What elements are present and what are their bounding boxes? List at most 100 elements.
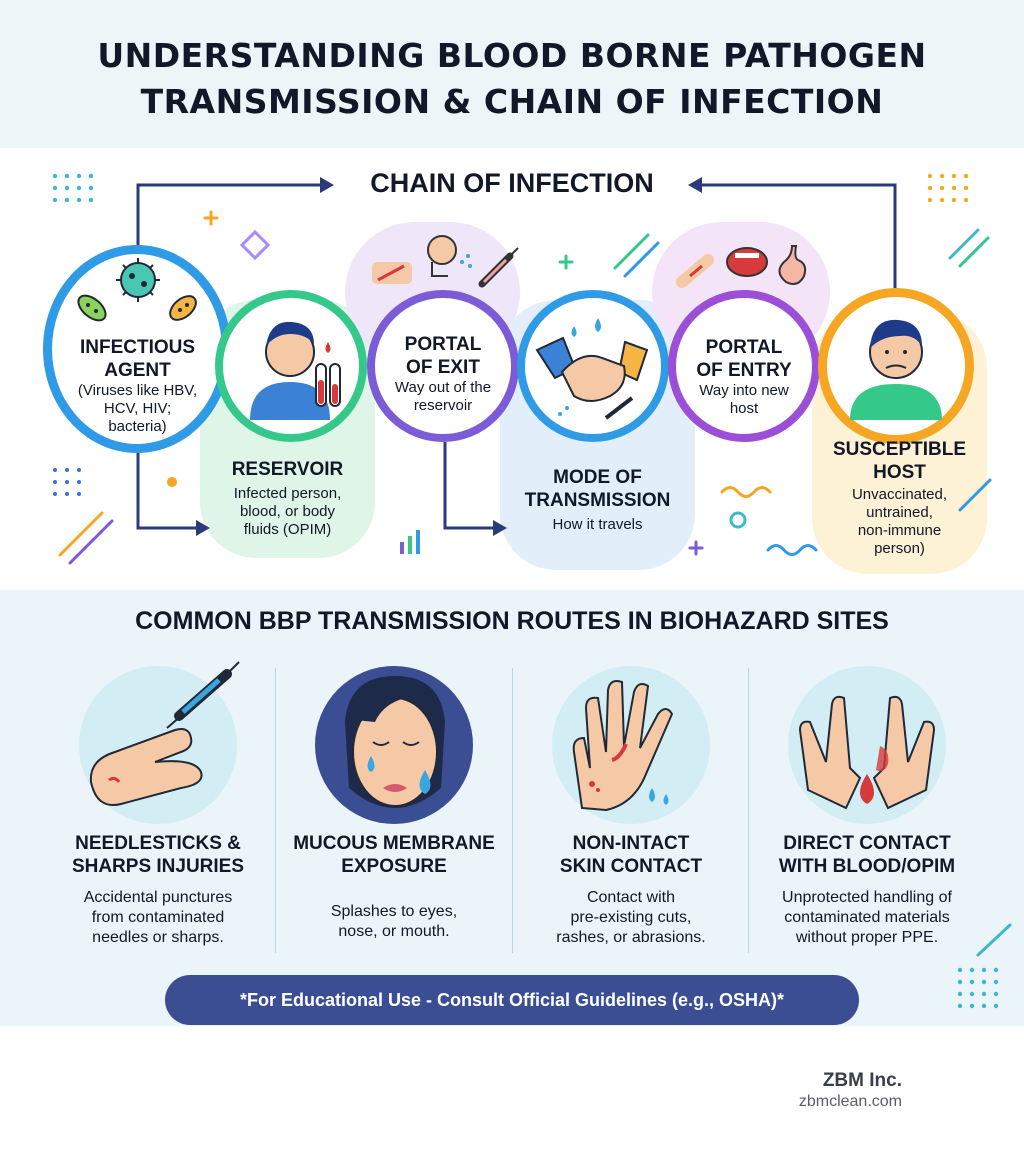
stomach-icon bbox=[778, 245, 807, 285]
disclaimer-banner: *For Educational Use - Consult Official … bbox=[165, 975, 859, 1025]
route-needlesticks: NEEDLESTICKS & SHARPS INJURIES Accidenta… bbox=[39, 660, 277, 960]
route-title-line: SHARPS INJURIES bbox=[71, 856, 245, 877]
step-description: bacteria) bbox=[108, 418, 167, 435]
step-description: reservoir bbox=[413, 397, 473, 414]
page-title-line-2: TRANSMISSION & CHAIN OF INFECTION bbox=[140, 82, 884, 121]
step-title: OF ENTRY bbox=[696, 360, 792, 381]
step-description: blood, or body bbox=[239, 503, 336, 520]
route-divider bbox=[275, 668, 276, 953]
route-divider bbox=[512, 668, 513, 953]
route-description-line: contaminated materials bbox=[784, 909, 950, 926]
step-description: untrained, bbox=[866, 504, 933, 521]
route-non-intact-skin: NON-INTACT SKIN CONTACT Contact with pre… bbox=[512, 660, 750, 960]
route-title-line: SKIN CONTACT bbox=[559, 856, 703, 877]
sneezing-head-icon bbox=[427, 235, 472, 277]
step-description: non-immune bbox=[857, 522, 942, 539]
step-title: RESERVOIR bbox=[231, 459, 344, 480]
step-description: HCV, HIV; bbox=[103, 400, 172, 417]
route-description: Unprotected handling of contaminated mat… bbox=[748, 888, 986, 948]
step-description: Unvaccinated, bbox=[851, 486, 948, 503]
chain-decoration-layer bbox=[52, 173, 992, 565]
step-description: Infected person, bbox=[233, 485, 342, 502]
loop-arrow-left-head bbox=[320, 177, 334, 193]
step-title: MODE OF bbox=[553, 467, 642, 488]
dot-grid-bottom-left bbox=[53, 468, 81, 496]
route-description-line: Splashes to eyes, bbox=[330, 903, 458, 920]
route-title: NEEDLESTICKS & SHARPS INJURIES bbox=[39, 832, 277, 878]
mode-of-transmission-ring bbox=[517, 290, 669, 442]
route-divider bbox=[748, 668, 749, 953]
blood-tubes-icon bbox=[315, 342, 341, 407]
step-title: INFECTIOUS bbox=[79, 337, 196, 358]
cut-arm-icon bbox=[676, 254, 714, 288]
route-title-line: EXPOSURE bbox=[341, 856, 447, 877]
step-description: (Viruses like HBV, bbox=[77, 382, 198, 399]
step-susceptible-host: SUSCEPTIBLE HOST Unvaccinated, untrained… bbox=[812, 438, 987, 558]
syringe-mini-icon bbox=[478, 247, 519, 288]
person-icon bbox=[250, 321, 330, 420]
step-description: How it travels bbox=[552, 516, 643, 533]
portal-of-exit-ring bbox=[367, 290, 519, 442]
page-title-line-1: UNDERSTANDING BLOOD BORNE PATHOGEN bbox=[97, 36, 927, 75]
step-title: HOST bbox=[873, 462, 926, 483]
step-title: PORTAL bbox=[705, 337, 783, 358]
route-title-line: MUCOUS MEMBRANE bbox=[293, 833, 495, 854]
route-title-line: WITH BLOOD/OPIM bbox=[778, 856, 956, 877]
crying-face-icon bbox=[345, 676, 445, 808]
wounded-hand-icon bbox=[572, 680, 674, 812]
chain-of-infection-heading: CHAIN OF INFECTION bbox=[370, 168, 654, 198]
step-title: TRANSMISSION bbox=[524, 490, 671, 511]
connector-arrow-exit-mode-head bbox=[493, 520, 507, 536]
step-infectious-agent: INFECTIOUS AGENT (Viruses like HBV, HCV,… bbox=[55, 336, 220, 436]
step-description: Way out of the bbox=[394, 379, 492, 396]
route-title: NON-INTACT SKIN CONTACT bbox=[512, 832, 750, 878]
brand-url[interactable]: zbmclean.com bbox=[798, 1093, 902, 1110]
route-description: Splashes to eyes, nose, or mouth. bbox=[275, 902, 513, 942]
confetti-dot bbox=[167, 477, 177, 487]
route-description-line: from contaminated bbox=[91, 909, 225, 926]
step-portal-of-exit: PORTAL OF EXIT Way out of the reservoir bbox=[367, 333, 519, 415]
route-description-line: Contact with bbox=[586, 889, 676, 906]
mouth-icon bbox=[726, 247, 768, 277]
step-title: PORTAL bbox=[404, 334, 482, 355]
loop-arrow-left bbox=[136, 183, 322, 262]
confetti-ring bbox=[729, 511, 747, 529]
route-title-line: NEEDLESTICKS & bbox=[75, 833, 241, 854]
loop-arrow-right bbox=[700, 183, 897, 288]
title-band bbox=[0, 0, 1024, 148]
route-title: DIRECT CONTACT WITH BLOOD/OPIM bbox=[748, 832, 986, 878]
route-title: MUCOUS MEMBRANE EXPOSURE bbox=[275, 832, 513, 878]
loop-arrow-right-head bbox=[688, 177, 702, 193]
cut-skin-icon bbox=[372, 262, 412, 284]
blood-hands-icon bbox=[798, 695, 936, 810]
connector-arrow-agent-reservoir bbox=[136, 442, 198, 530]
confetti-diamond bbox=[239, 229, 271, 261]
route-description-line: Accidental punctures bbox=[83, 889, 233, 906]
step-description: Way into new bbox=[699, 382, 789, 399]
connector-arrow-agent-reservoir-head bbox=[196, 520, 210, 536]
step-title: AGENT bbox=[104, 360, 171, 381]
route-title-line: DIRECT CONTACT bbox=[783, 833, 951, 854]
step-portal-of-entry: PORTAL OF ENTRY Way into new host bbox=[668, 336, 820, 418]
route-description-line: nose, or mouth. bbox=[338, 923, 450, 940]
route-title-line: NON-INTACT bbox=[572, 833, 690, 854]
route-description-line: without proper PPE. bbox=[795, 929, 939, 946]
step-description: host bbox=[729, 400, 759, 417]
route-description-line: rashes, or abrasions. bbox=[556, 929, 706, 946]
portal-of-entry-ring bbox=[668, 290, 820, 442]
chain-icon-layer bbox=[77, 258, 942, 420]
connector-arrow-exit-mode bbox=[443, 442, 495, 530]
routes-heading: COMMON BBP TRANSMISSION ROUTES IN BIOHAZ… bbox=[135, 607, 889, 635]
bacteria-orange-icon bbox=[169, 295, 197, 321]
route-description-line: needles or sharps. bbox=[92, 929, 224, 946]
virus-icon bbox=[116, 258, 160, 302]
step-title: SUSCEPTIBLE bbox=[832, 439, 967, 460]
route-mucous-membrane: MUCOUS MEMBRANE EXPOSURE Splashes to eye… bbox=[275, 660, 513, 960]
bacteria-green-icon bbox=[77, 294, 107, 322]
step-title: OF EXIT bbox=[406, 357, 480, 378]
route-description-line: Unprotected handling of bbox=[782, 889, 952, 906]
confetti-lines bbox=[58, 210, 992, 565]
route-description-line: pre-existing cuts, bbox=[570, 909, 692, 926]
worried-person-icon bbox=[850, 319, 942, 420]
step-description: person) bbox=[874, 540, 925, 557]
